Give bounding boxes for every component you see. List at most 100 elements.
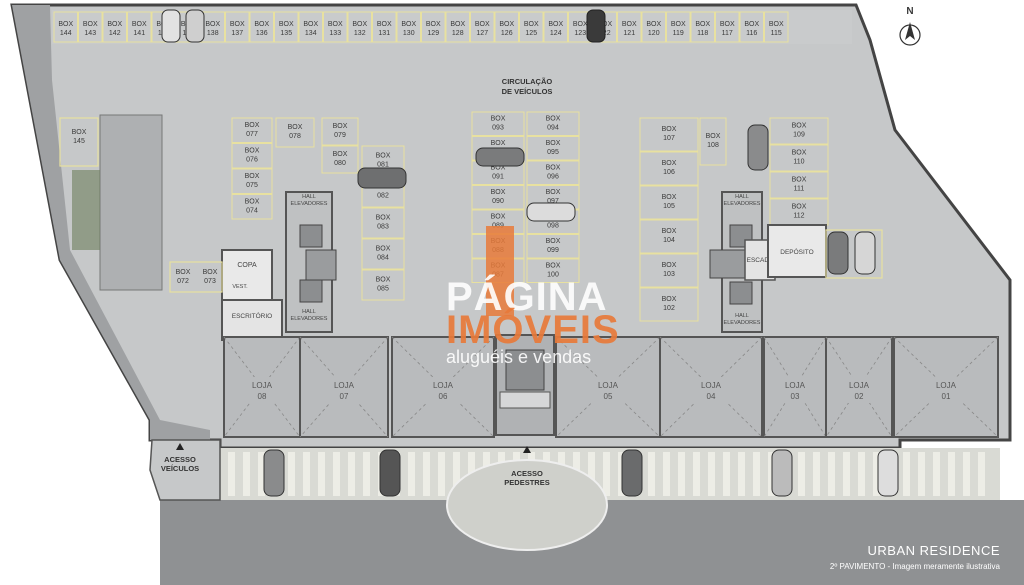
store-07-prefix: LOJA [334, 381, 355, 390]
box-127-slot [470, 11, 495, 43]
box-133-prefix: BOX [328, 21, 343, 28]
box-097: 097 [547, 198, 559, 205]
box-096-slot [526, 160, 580, 185]
crosswalk-stripe [648, 452, 655, 496]
crosswalk-stripe [978, 452, 985, 496]
crosswalk-stripe [243, 452, 250, 496]
box-079: 079 [334, 132, 346, 139]
box-077: 077 [246, 131, 258, 138]
box-133: 133 [329, 30, 341, 37]
hall-left-lower-label: HALL [302, 309, 316, 315]
box-130-slot [396, 11, 421, 43]
box-138: 138 [207, 30, 219, 37]
box-085-prefix: BOX [376, 277, 391, 284]
footer-title: URBAN RESIDENCE [867, 543, 1000, 558]
box-128-slot [445, 11, 470, 43]
box-126-slot [494, 11, 519, 43]
crosswalk-stripe [603, 452, 610, 496]
box-131-slot [372, 11, 397, 43]
box-141-slot [127, 11, 152, 43]
box-103: 103 [663, 271, 675, 278]
box-104-prefix: BOX [662, 228, 677, 235]
box-118-slot [690, 11, 715, 43]
box-126-prefix: BOX [499, 21, 514, 28]
hall-right-lower-label: HALL [735, 313, 749, 319]
street-car [621, 449, 643, 497]
box-110-slot [769, 144, 829, 172]
box-099: 099 [547, 247, 559, 254]
box-116: 116 [746, 30, 757, 37]
box-075-prefix: BOX [245, 173, 260, 180]
box-076: 076 [246, 156, 258, 163]
box-132-prefix: BOX [352, 21, 367, 28]
crosswalk-stripe [858, 452, 865, 496]
box-115: 115 [771, 30, 782, 37]
box-136-prefix: BOX [254, 21, 269, 28]
box-077-slot [231, 117, 273, 143]
store-03-prefix: LOJA [785, 381, 806, 390]
box-100-slot [526, 258, 580, 283]
box-115-slot [764, 11, 789, 43]
box-090: 090 [492, 198, 504, 205]
box-142-slot [102, 11, 127, 43]
crosswalk-stripe [678, 452, 685, 496]
crosswalk-stripe [753, 452, 760, 496]
store-05-label: 05 [604, 392, 613, 401]
box-132-slot [347, 11, 372, 43]
box-135: 135 [280, 30, 292, 37]
box-081-prefix: BOX [376, 153, 391, 160]
box-106: 106 [663, 169, 675, 176]
crosswalk-stripe [798, 452, 805, 496]
store-08-label: 08 [258, 392, 267, 401]
box-137-slot [225, 11, 250, 43]
crosswalk-stripe [708, 452, 715, 496]
crosswalk-stripe [918, 452, 925, 496]
box-143-slot [78, 11, 103, 43]
box-100-prefix: BOX [546, 262, 561, 269]
box-090-slot [471, 185, 525, 210]
box-128-prefix: BOX [450, 21, 465, 28]
box-117: 117 [722, 30, 733, 37]
box-091: 091 [492, 173, 504, 180]
crosswalk-stripe [408, 452, 415, 496]
store-07-label: 07 [340, 392, 349, 401]
street-car [877, 449, 899, 497]
hall-left-lower-label-2: ELEVADORES [291, 316, 328, 322]
access-vehicles-label-2: VEÍCULOS [161, 464, 199, 473]
crosswalk-stripe [333, 452, 340, 496]
street-car [379, 449, 401, 497]
access-pedestrians-label-2: PEDESTRES [504, 478, 549, 487]
box-094-prefix: BOX [546, 115, 561, 122]
crosswalk-stripe [933, 452, 940, 496]
box-125-prefix: BOX [524, 21, 539, 28]
crosswalk-stripe [453, 452, 460, 496]
crosswalk-stripe [318, 452, 325, 496]
pedestrian-access-arrow-icon [523, 446, 531, 453]
box-108-slot [699, 117, 727, 166]
box-078-prefix: BOX [288, 124, 303, 131]
escritorio-label: ESCRITÓRIO [232, 311, 272, 320]
box-119: 119 [673, 30, 684, 37]
box-142: 142 [109, 30, 121, 37]
box-123: 123 [574, 30, 586, 37]
box-141-prefix: BOX [132, 21, 147, 28]
box-109-slot [769, 117, 829, 145]
box-079-prefix: BOX [333, 123, 348, 130]
box-075: 075 [246, 182, 258, 189]
box-080: 080 [334, 160, 346, 167]
box-128: 128 [452, 30, 464, 37]
box-112-prefix: BOX [792, 204, 807, 211]
box-093: 093 [492, 124, 504, 131]
box-092-prefix: BOX [491, 140, 506, 147]
box-131-prefix: BOX [377, 21, 392, 28]
store-08-prefix: LOJA [252, 381, 273, 390]
hall-right-label: HALL [735, 194, 749, 200]
box-072-prefix: BOX [176, 269, 191, 276]
box-120-slot [641, 11, 666, 43]
box-094: 094 [547, 124, 559, 131]
box-108: 108 [707, 142, 719, 149]
box-107: 107 [663, 135, 675, 142]
box-083-prefix: BOX [376, 215, 391, 222]
north-arrow-icon: N [899, 6, 921, 46]
top-parking-row [52, 10, 852, 44]
